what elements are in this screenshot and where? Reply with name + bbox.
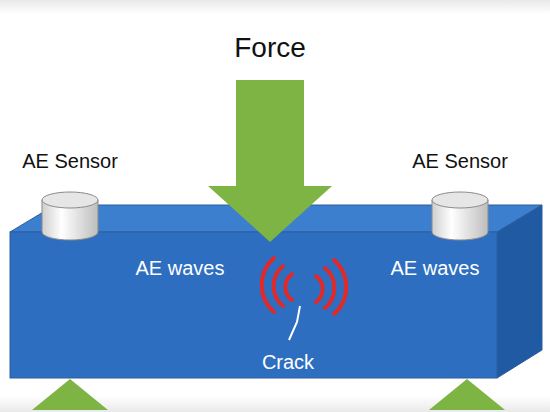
sensor-label: AE Sensor [22, 150, 118, 172]
beam-body: AE waves AE waves [10, 232, 497, 378]
ae-sensor [432, 192, 488, 240]
support [32, 379, 108, 410]
force-arrow [208, 80, 332, 242]
beam-front [10, 232, 497, 378]
sensor-label: AE Sensor [412, 150, 508, 172]
crack-label: Crack [262, 351, 314, 373]
support [429, 379, 505, 410]
ae-sensor [42, 192, 98, 240]
wave-label: AE waves [391, 257, 480, 279]
wave-label: AE waves [136, 257, 225, 279]
force-label: Force [234, 33, 306, 64]
wave-arcs [262, 258, 346, 314]
beam-side [497, 205, 542, 378]
crack-line [289, 306, 300, 340]
